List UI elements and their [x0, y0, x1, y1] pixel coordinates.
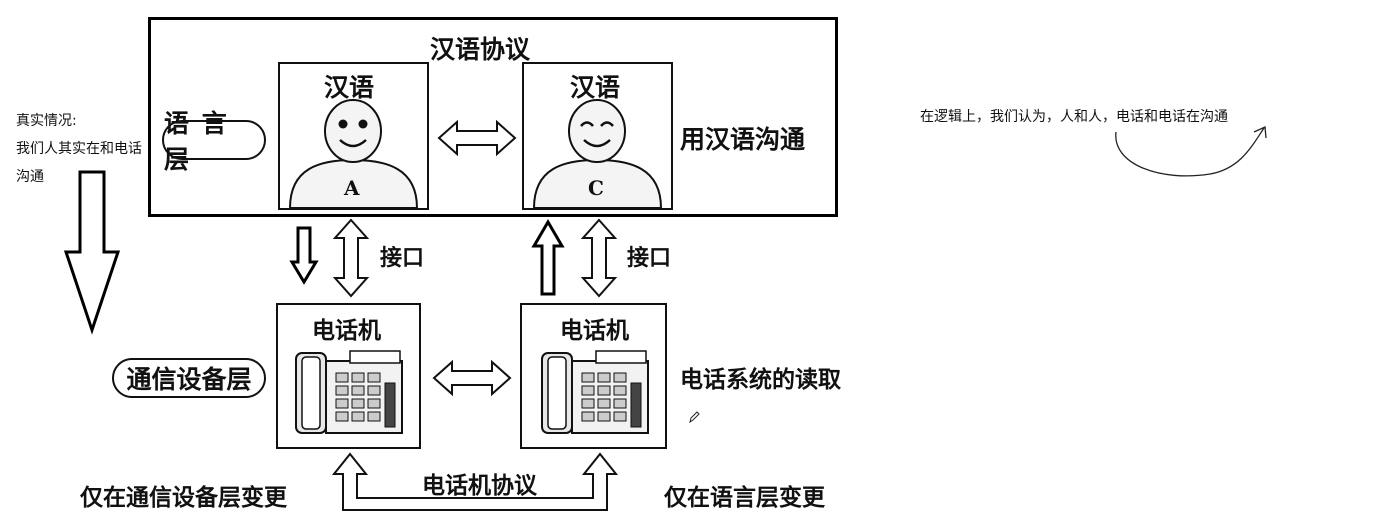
smiley-person-icon: [288, 99, 419, 209]
person-c-title: 汉语: [570, 73, 621, 102]
up-arrow-icon: [531, 219, 565, 296]
layer-comm-pill: 通信设备层: [112, 358, 266, 398]
protocol-top-label: 汉语协议: [430, 35, 531, 64]
interface-arrow-left: [332, 218, 370, 298]
pencil-cursor-icon: [689, 411, 700, 424]
down-arrow-icon: [63, 170, 121, 335]
phone-right-title: 电话机: [560, 317, 629, 344]
real-situation-line3: 沟通: [16, 169, 44, 185]
real-situation-line1: 真实情况:: [16, 113, 77, 129]
person-c-letter: C: [588, 176, 604, 200]
down-arrow-icon: [289, 226, 319, 285]
person-c-box: 汉语 C: [522, 62, 673, 210]
phone-right-box: 电话机: [520, 303, 667, 449]
phone-left-box: 电话机: [276, 303, 421, 449]
interface-arrow-right: [580, 218, 618, 298]
logic-note: 在逻辑上，我们认为，人和人，电话和电话在沟通: [920, 109, 1228, 125]
language-layer-frame: [148, 17, 838, 217]
person-a-letter: A: [344, 176, 360, 200]
person-a-box: 汉语 A: [278, 62, 429, 210]
smiley-person-icon: [532, 99, 663, 209]
phone-protocol-label: 电话机协议: [422, 472, 537, 499]
phone-protocol-arrow: [331, 452, 619, 511]
bottom-right-label: 仅在语言层变更: [664, 484, 825, 511]
interface-right-label: 接口: [627, 245, 672, 271]
desk-telephone-icon: [295, 350, 403, 434]
double-headed-arrow-icon: [437, 119, 517, 157]
phone-left-title: 电话机: [312, 317, 381, 344]
bottom-left-label: 仅在通信设备层变更: [80, 484, 287, 511]
double-headed-arrow-icon: [432, 359, 512, 397]
person-a-title: 汉语: [324, 73, 375, 102]
right-mid-label: 电话系统的读取: [680, 366, 841, 393]
desk-telephone-icon: [541, 350, 649, 434]
layer-language-pill: 语 言 层: [162, 109, 266, 174]
interface-left-label: 接口: [380, 245, 425, 271]
real-situation-line2: 我们人其实在和电话: [16, 141, 142, 157]
right-top-label: 用汉语沟通: [680, 125, 806, 154]
annotation-curve-arrow: [1115, 126, 1267, 177]
